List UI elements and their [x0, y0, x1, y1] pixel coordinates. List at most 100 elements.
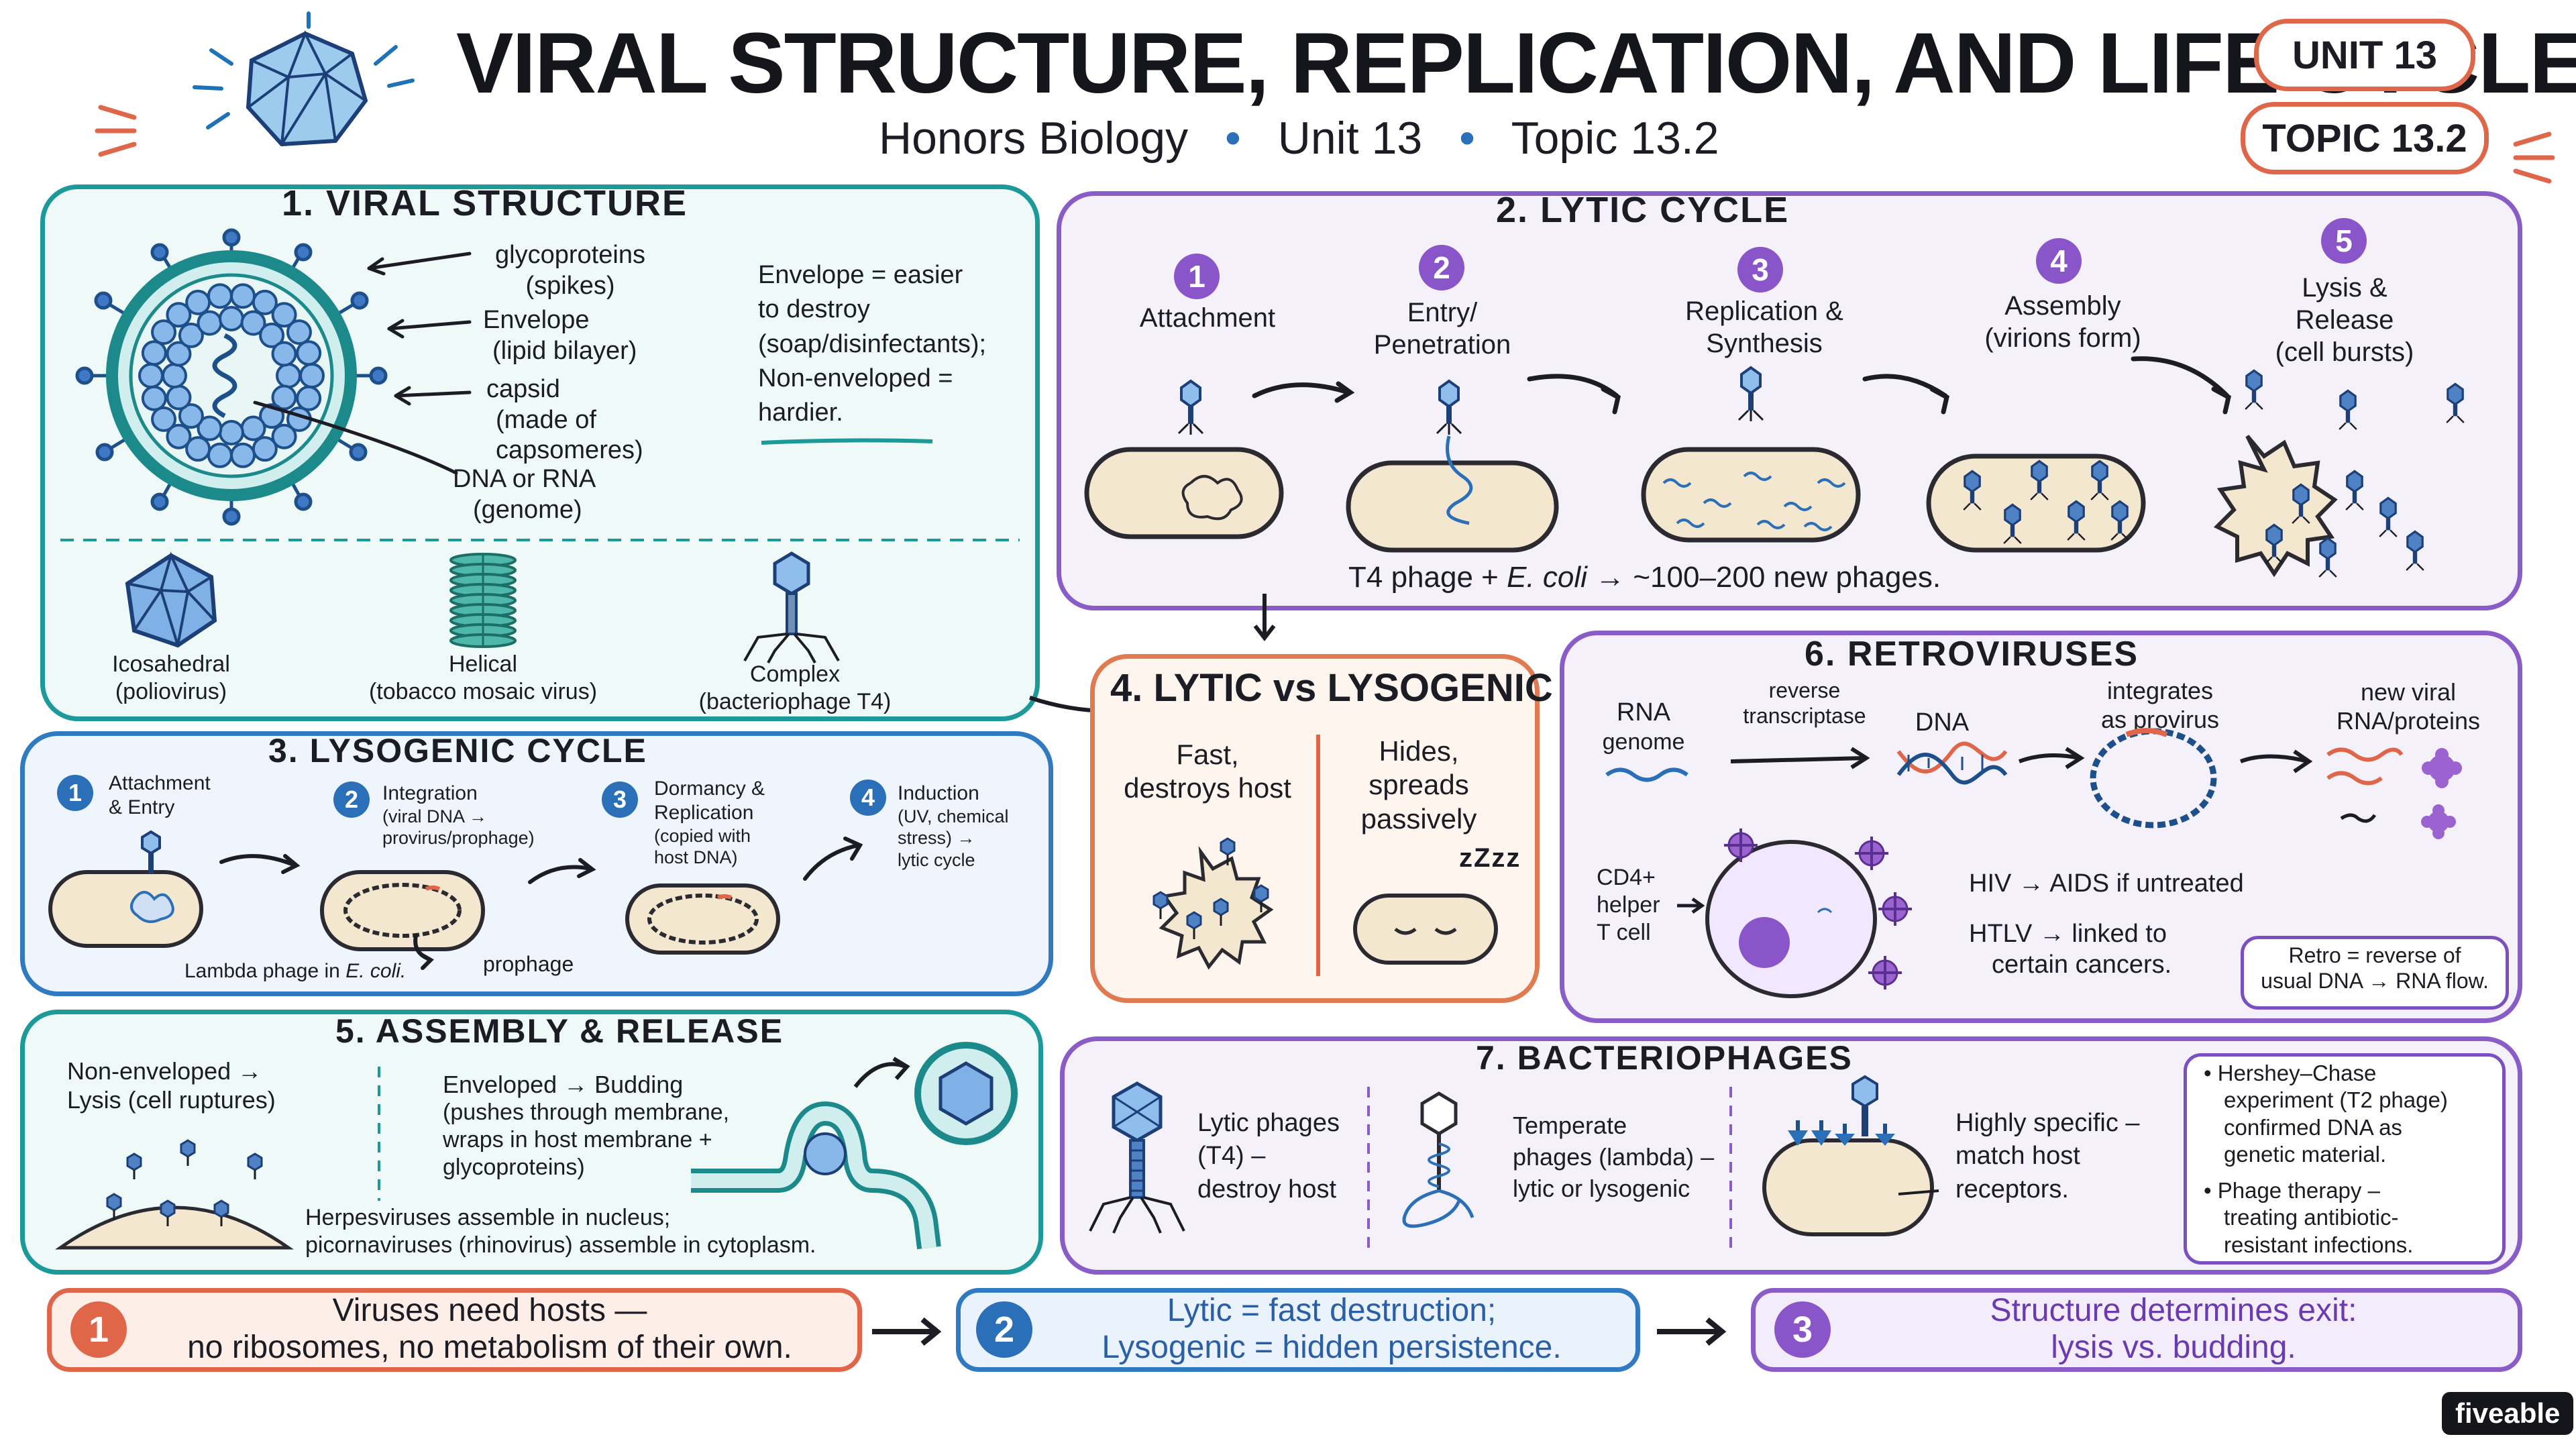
retrovirus-flow-diagram: [1605, 728, 2462, 839]
capsomere: [271, 384, 297, 411]
capsomere: [271, 341, 297, 367]
icosahedral-shape-icon: [125, 551, 217, 648]
page-title: VIRAL STRUCTURE, REPLICATION, AND LIFE C…: [456, 15, 2576, 111]
assembly-release-title: 5. ASSEMBLY & RELEASE: [335, 1012, 784, 1050]
capsomere: [185, 289, 211, 315]
note-underline: [761, 438, 933, 445]
lyso-step-1-label: Attachment& Entry: [109, 772, 211, 818]
helical-shape-icon: [449, 553, 517, 648]
phage-bullet-therapy: • Phage therapy – treating antibiotic- r…: [2204, 1178, 2414, 1257]
summary-text-3: Structure determines exit:lysis vs. budd…: [1990, 1293, 2357, 1366]
lytic-step-2-badge: 2: [1419, 245, 1464, 290]
brand-logo: fiveable: [2442, 1392, 2574, 1435]
temperate-phage-icon: [1402, 1091, 1474, 1228]
lytic-step-1-label: Attachment: [1139, 303, 1276, 333]
capsomere: [207, 283, 233, 309]
summary-box-2: [956, 1288, 1640, 1372]
lytic-step-3-badge: 3: [1737, 247, 1783, 292]
capsomere: [296, 340, 322, 366]
assembly-nonenveloped-text: Non-enveloped →Lysis (cell ruptures): [67, 1057, 276, 1114]
receptor-binding-icon: [1762, 1075, 1939, 1236]
phage-lytic-text: Lytic phages(T4) –destroy host: [1197, 1109, 1340, 1203]
capsomere: [166, 341, 192, 367]
structure-label-arrows: [253, 252, 472, 475]
subtitle-topic: Topic 13.2: [1511, 113, 1719, 164]
phage-divider-1: [1367, 1087, 1370, 1248]
prophage-label: prophage: [483, 952, 574, 976]
capsomere: [240, 415, 266, 441]
capsomere: [240, 310, 266, 336]
budding-membrane-icon: [691, 1042, 1018, 1250]
lytic-cycle-title: 2. LYTIC CYCLE: [1496, 190, 1790, 230]
phage-bullet-hershey: • Hershey–Chase experiment (T2 phage) co…: [2204, 1061, 2448, 1167]
lysogenic-cycle-title: 3. LYSOGENIC CYCLE: [268, 732, 647, 769]
lyso-step-4-badge: 4: [850, 780, 886, 816]
t-cell-diagram: [1677, 828, 1912, 998]
capsomere: [230, 442, 256, 468]
capsomere: [259, 322, 285, 348]
subtitle-course: Honors Biology: [879, 113, 1189, 164]
lysis-cell-icon: [55, 1139, 294, 1250]
lytic-step-4-label: Assembly(virions form): [1984, 291, 2141, 353]
shape-complex: Complex(bacteriophage T4): [698, 661, 892, 714]
compare-divider: [1316, 735, 1320, 976]
capsomere: [178, 403, 204, 429]
summary-arrow-2: [1657, 1317, 1727, 1346]
capsomere: [151, 406, 177, 432]
complex-phage-icon: [743, 551, 840, 663]
summary-arrow-1: [872, 1317, 942, 1346]
lyso-step-3-badge: 3: [602, 782, 638, 818]
lytic-step-4-badge: 4: [2036, 238, 2082, 284]
enveloped-virus-diagram: [75, 228, 388, 526]
phage-divider-2: [1729, 1087, 1732, 1248]
topic-pill: TOPIC 13.2: [2241, 102, 2489, 174]
sleeping-cell-icon: [1353, 894, 1498, 965]
capsomere: [138, 363, 164, 388]
accent-dashes-left: [95, 105, 137, 157]
lysogenic-illustrations: [48, 830, 863, 970]
burst-cell-icon: [1152, 837, 1274, 970]
retro-hiv-text: HIV → AIDS if untreated: [1969, 869, 2244, 898]
capsomere: [141, 340, 167, 366]
lysogenic-cycle-panel: [20, 731, 1053, 996]
lytic-to-compare-arrow: [1253, 594, 1276, 641]
capsomere: [166, 423, 192, 449]
shape-helical: Helical(tobacco mosaic virus): [368, 651, 598, 704]
subtitle-unit: Unit 13: [1277, 113, 1423, 164]
capsomere: [197, 310, 223, 336]
lytic-step-5-label: Lysis &Release(cell bursts): [2275, 273, 2414, 367]
assembly-bottom-text: Herpesviruses assemble in nucleus;picorn…: [305, 1205, 816, 1258]
compare-lytic-text: Fast,destroys host: [1124, 739, 1291, 804]
capsomere: [252, 436, 278, 462]
lytic-step-1-badge: 1: [1174, 254, 1220, 299]
summary-box-3: [1751, 1288, 2522, 1372]
capsomere: [178, 322, 204, 348]
lytic-vs-lysogenic-title: 4. LYTIC vs LYSOGENIC: [1110, 666, 1553, 710]
zzz-text: zZzz: [1459, 843, 1521, 873]
summary-badge-1: 1: [70, 1301, 127, 1358]
capsomere: [296, 385, 322, 411]
capsomere: [166, 302, 192, 328]
lytic-cycle-illustrations: [1084, 356, 2465, 578]
lytic-step-2-label: Entry/Penetration: [1373, 298, 1511, 360]
unit-pill: UNIT 13: [2254, 19, 2475, 91]
capsomere: [141, 385, 167, 411]
viral-structure-title: 1. VIRAL STRUCTURE: [282, 183, 688, 223]
summary-box-1: [47, 1288, 862, 1372]
lytic-step-5-badge: 5: [2321, 218, 2367, 264]
summary-badge-2: 2: [976, 1301, 1032, 1358]
retro-dna-label: DNA: [1915, 708, 1970, 737]
capsomere: [207, 442, 233, 468]
shape-icosahedral: Icosahedral(poliovirus): [112, 651, 230, 704]
